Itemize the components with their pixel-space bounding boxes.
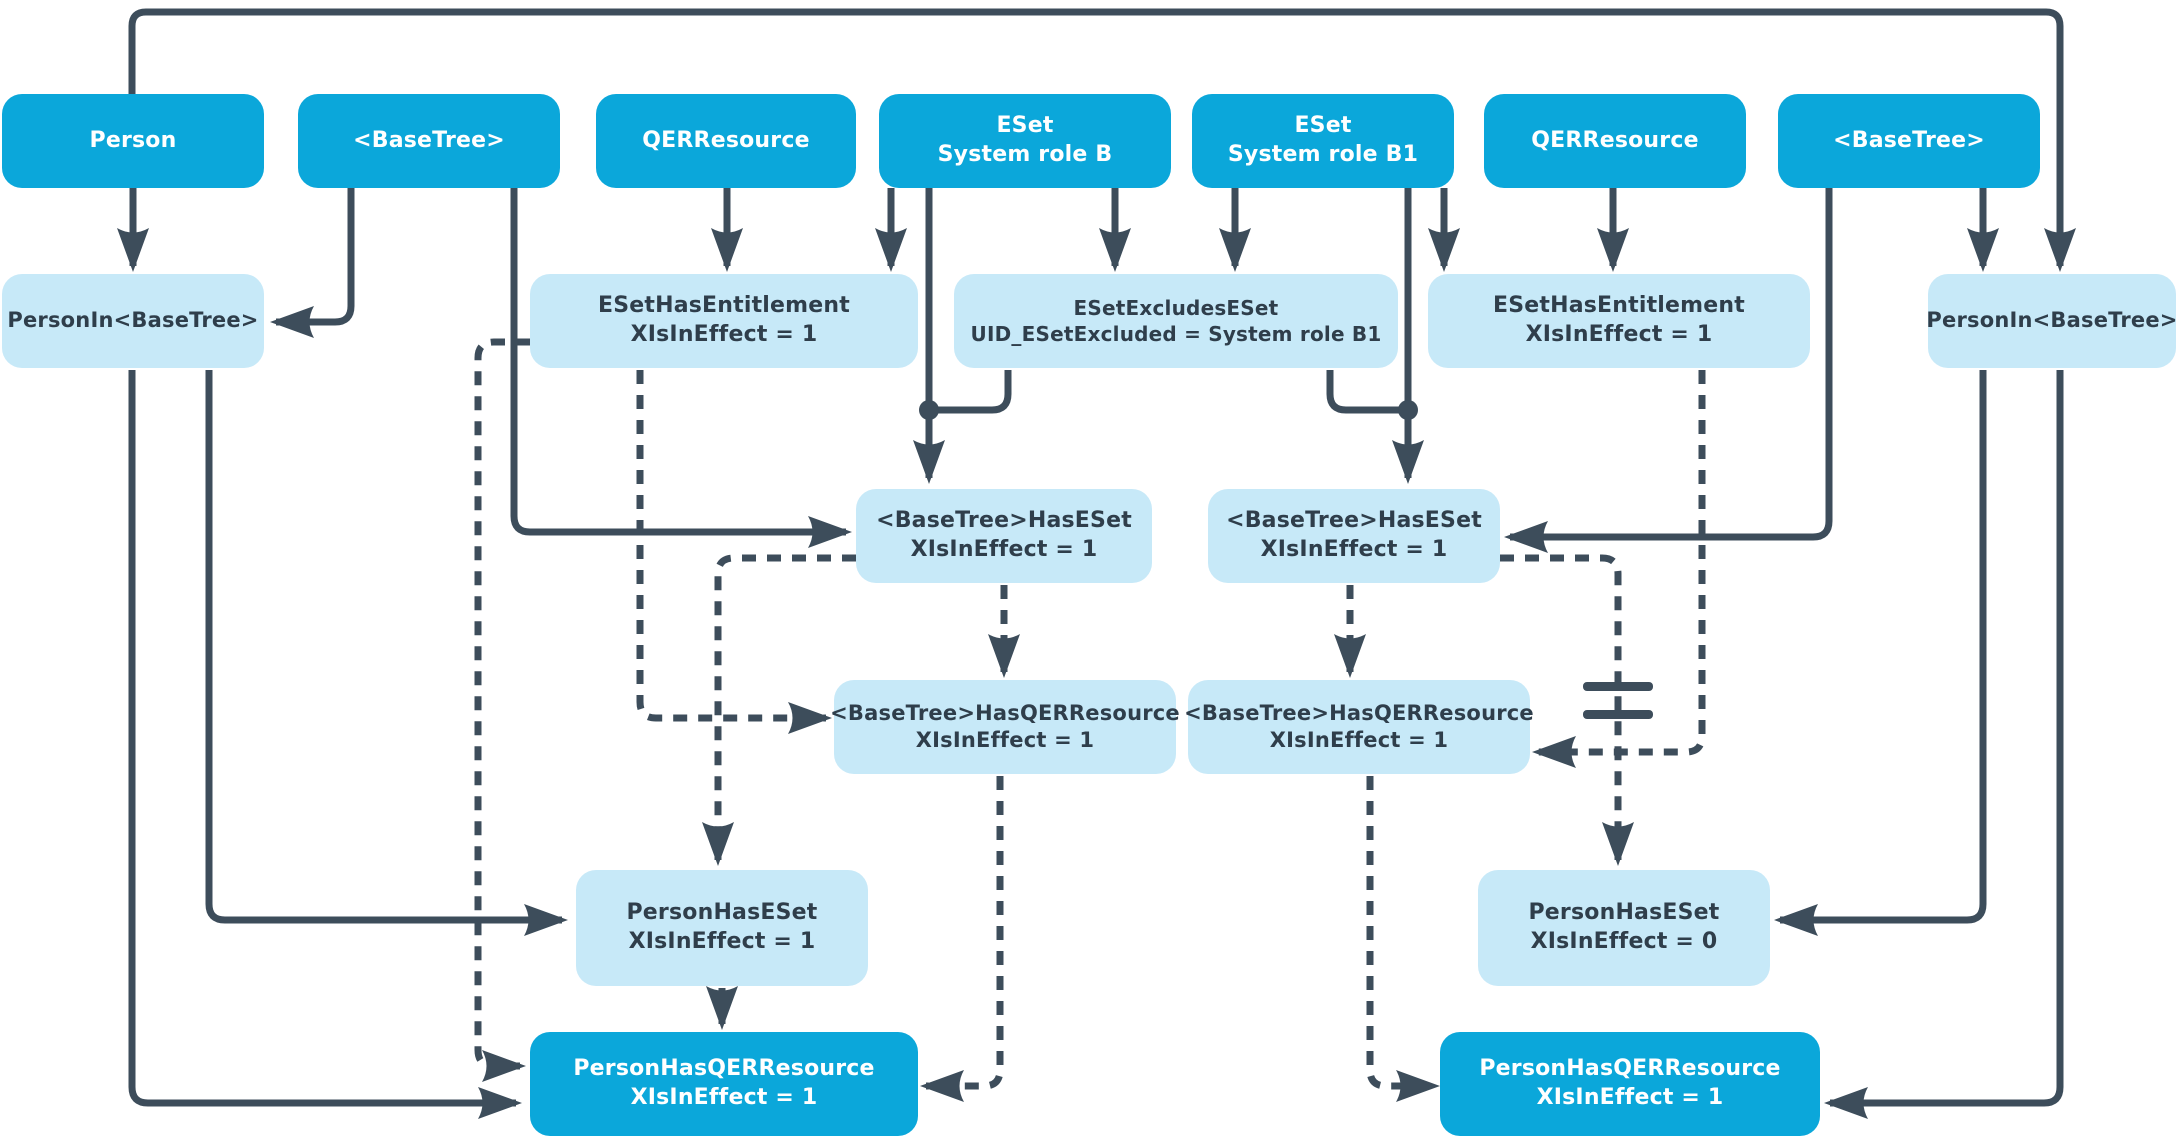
node-sublabel: XIsInEffect = 1 [1260,537,1448,562]
node-sublabel: XIsInEffect = 1 [915,728,1095,752]
node-label: <BaseTree>HasQERResource [1184,700,1534,725]
connector-basetree-right-to-basetreehaseset-right [1504,188,1833,553]
connector-personin-left-to-personhaseset-left [205,370,568,936]
node-sublabel: System role B1 [1227,142,1419,167]
node-esethasentitlement-left: ESetHasEntitlement XIsInEffect = 1 [530,274,918,368]
node-label: PersonIn<BaseTree> [1926,308,2176,333]
node-personhasqerresource-left: PersonHasQERResource XIsInEffect = 1 [530,1032,918,1136]
node-label: PersonHasESet [1528,900,1720,926]
node-basetree-haseset-right: <BaseTree>HasESet XIsInEffect = 1 [1208,489,1500,583]
dashed-basetreehasqerresource-left-to-personhasqerresource-left [920,776,1004,1102]
node-esethasentitlement-right: ESetHasEntitlement XIsInEffect = 1 [1428,274,1810,368]
not-in-effect-marker-icon [1583,682,1653,691]
node-eset-system-role-b1: ESet System role B1 [1192,94,1454,188]
node-sublabel: XIsInEffect = 1 [628,929,816,954]
dashed-basetreehaseset-left-to-personhaseset-left [702,554,856,866]
connector-personin-left-to-personhasqerresource-left [128,370,522,1119]
node-label: <BaseTree> [353,127,505,153]
node-label: <BaseTree>HasESet [876,508,1132,534]
connector-personin-right-to-personhaseset-right [1774,370,1987,936]
dashed-esethasentitlement-right-to-basetreehasqerresource-right [1532,370,1706,768]
connector-personin-right-to-personhasqerresource-right [1824,370,2064,1119]
node-basetree-right: <BaseTree> [1778,94,2040,188]
node-label: ESet [996,113,1054,139]
node-label: ESetHasEntitlement [1492,293,1745,319]
node-label: QERResource [1531,127,1699,153]
node-qerresource-right: QERResource [1484,94,1746,188]
node-sublabel: XIsInEffect = 0 [1530,929,1718,954]
connector-basetree-left-to-personin-left [270,188,355,338]
node-personhaseset-left: PersonHasESet XIsInEffect = 1 [576,870,868,986]
node-label: <BaseTree>HasQERResource [830,700,1180,725]
node-sublabel: XIsInEffect = 1 [1536,1085,1724,1110]
not-in-effect-marker-icon [1583,710,1653,719]
node-label: ESet [1294,113,1352,139]
node-sublabel: XIsInEffect = 1 [910,537,1098,562]
node-basetree-left: <BaseTree> [298,94,560,188]
node-label: ESetHasEntitlement [597,293,850,319]
dashed-basetreehaseset-right-to-personhaseset-right-blocked [1500,554,1634,866]
connector-person-loop-to-personin-right [128,8,2076,272]
node-personhasqerresource-right: PersonHasQERResource XIsInEffect = 1 [1440,1032,1820,1136]
node-qerresource-left: QERResource [596,94,856,188]
node-person: Person [2,94,264,188]
node-personhaseset-right: PersonHasESet XIsInEffect = 0 [1478,870,1770,986]
node-basetree-hasqerresource-right: <BaseTree>HasQERResource XIsInEffect = 1 [1184,680,1534,774]
node-label: ESetExcludesESet [1073,296,1279,320]
node-sublabel: XIsInEffect = 1 [1269,728,1449,752]
node-esetexcludeseset: ESetExcludesESet UID_ESetExcluded = Syst… [954,274,1398,368]
node-sublabel: System role B [937,142,1113,167]
dashed-esethasentitlement-left-to-personhasqerresource-left [474,338,530,1082]
node-label: <BaseTree> [1833,127,1985,153]
connector-basetree-left-to-basetreehaseset-left [510,188,852,548]
dashed-esethasentitlement-left-to-basetreehasqerresource-left [636,370,832,734]
node-basetree-hasqerresource-left: <BaseTree>HasQERResource XIsInEffect = 1 [830,680,1180,774]
node-sublabel: UID_ESetExcluded = System role B1 [970,322,1382,346]
junction-dot-right [1398,400,1418,420]
junction-dot-left [919,400,939,420]
node-label: Person [89,127,177,153]
node-personin-basetree-left: PersonIn<BaseTree> [2,274,264,368]
node-eset-system-role-b: ESet System role B [879,94,1171,188]
dashed-basetreehasqerresource-right-to-personhasqerresource-right [1366,776,1440,1102]
node-label: <BaseTree>HasESet [1226,508,1482,534]
node-label: PersonHasQERResource [573,1056,875,1082]
node-label: PersonHasESet [626,900,818,926]
connector-esetexcludeseset-join-left [929,370,1012,414]
connector-esetexcludeseset-join-right [1326,370,1408,414]
node-personin-basetree-right: PersonIn<BaseTree> [1926,274,2176,368]
node-label: PersonIn<BaseTree> [7,308,259,333]
node-sublabel: XIsInEffect = 1 [630,322,818,347]
node-label: QERResource [642,127,810,153]
node-label: PersonHasQERResource [1479,1056,1781,1082]
node-sublabel: XIsInEffect = 1 [1525,322,1713,347]
node-sublabel: XIsInEffect = 1 [630,1085,818,1110]
node-basetree-haseset-left: <BaseTree>HasESet XIsInEffect = 1 [856,489,1152,583]
